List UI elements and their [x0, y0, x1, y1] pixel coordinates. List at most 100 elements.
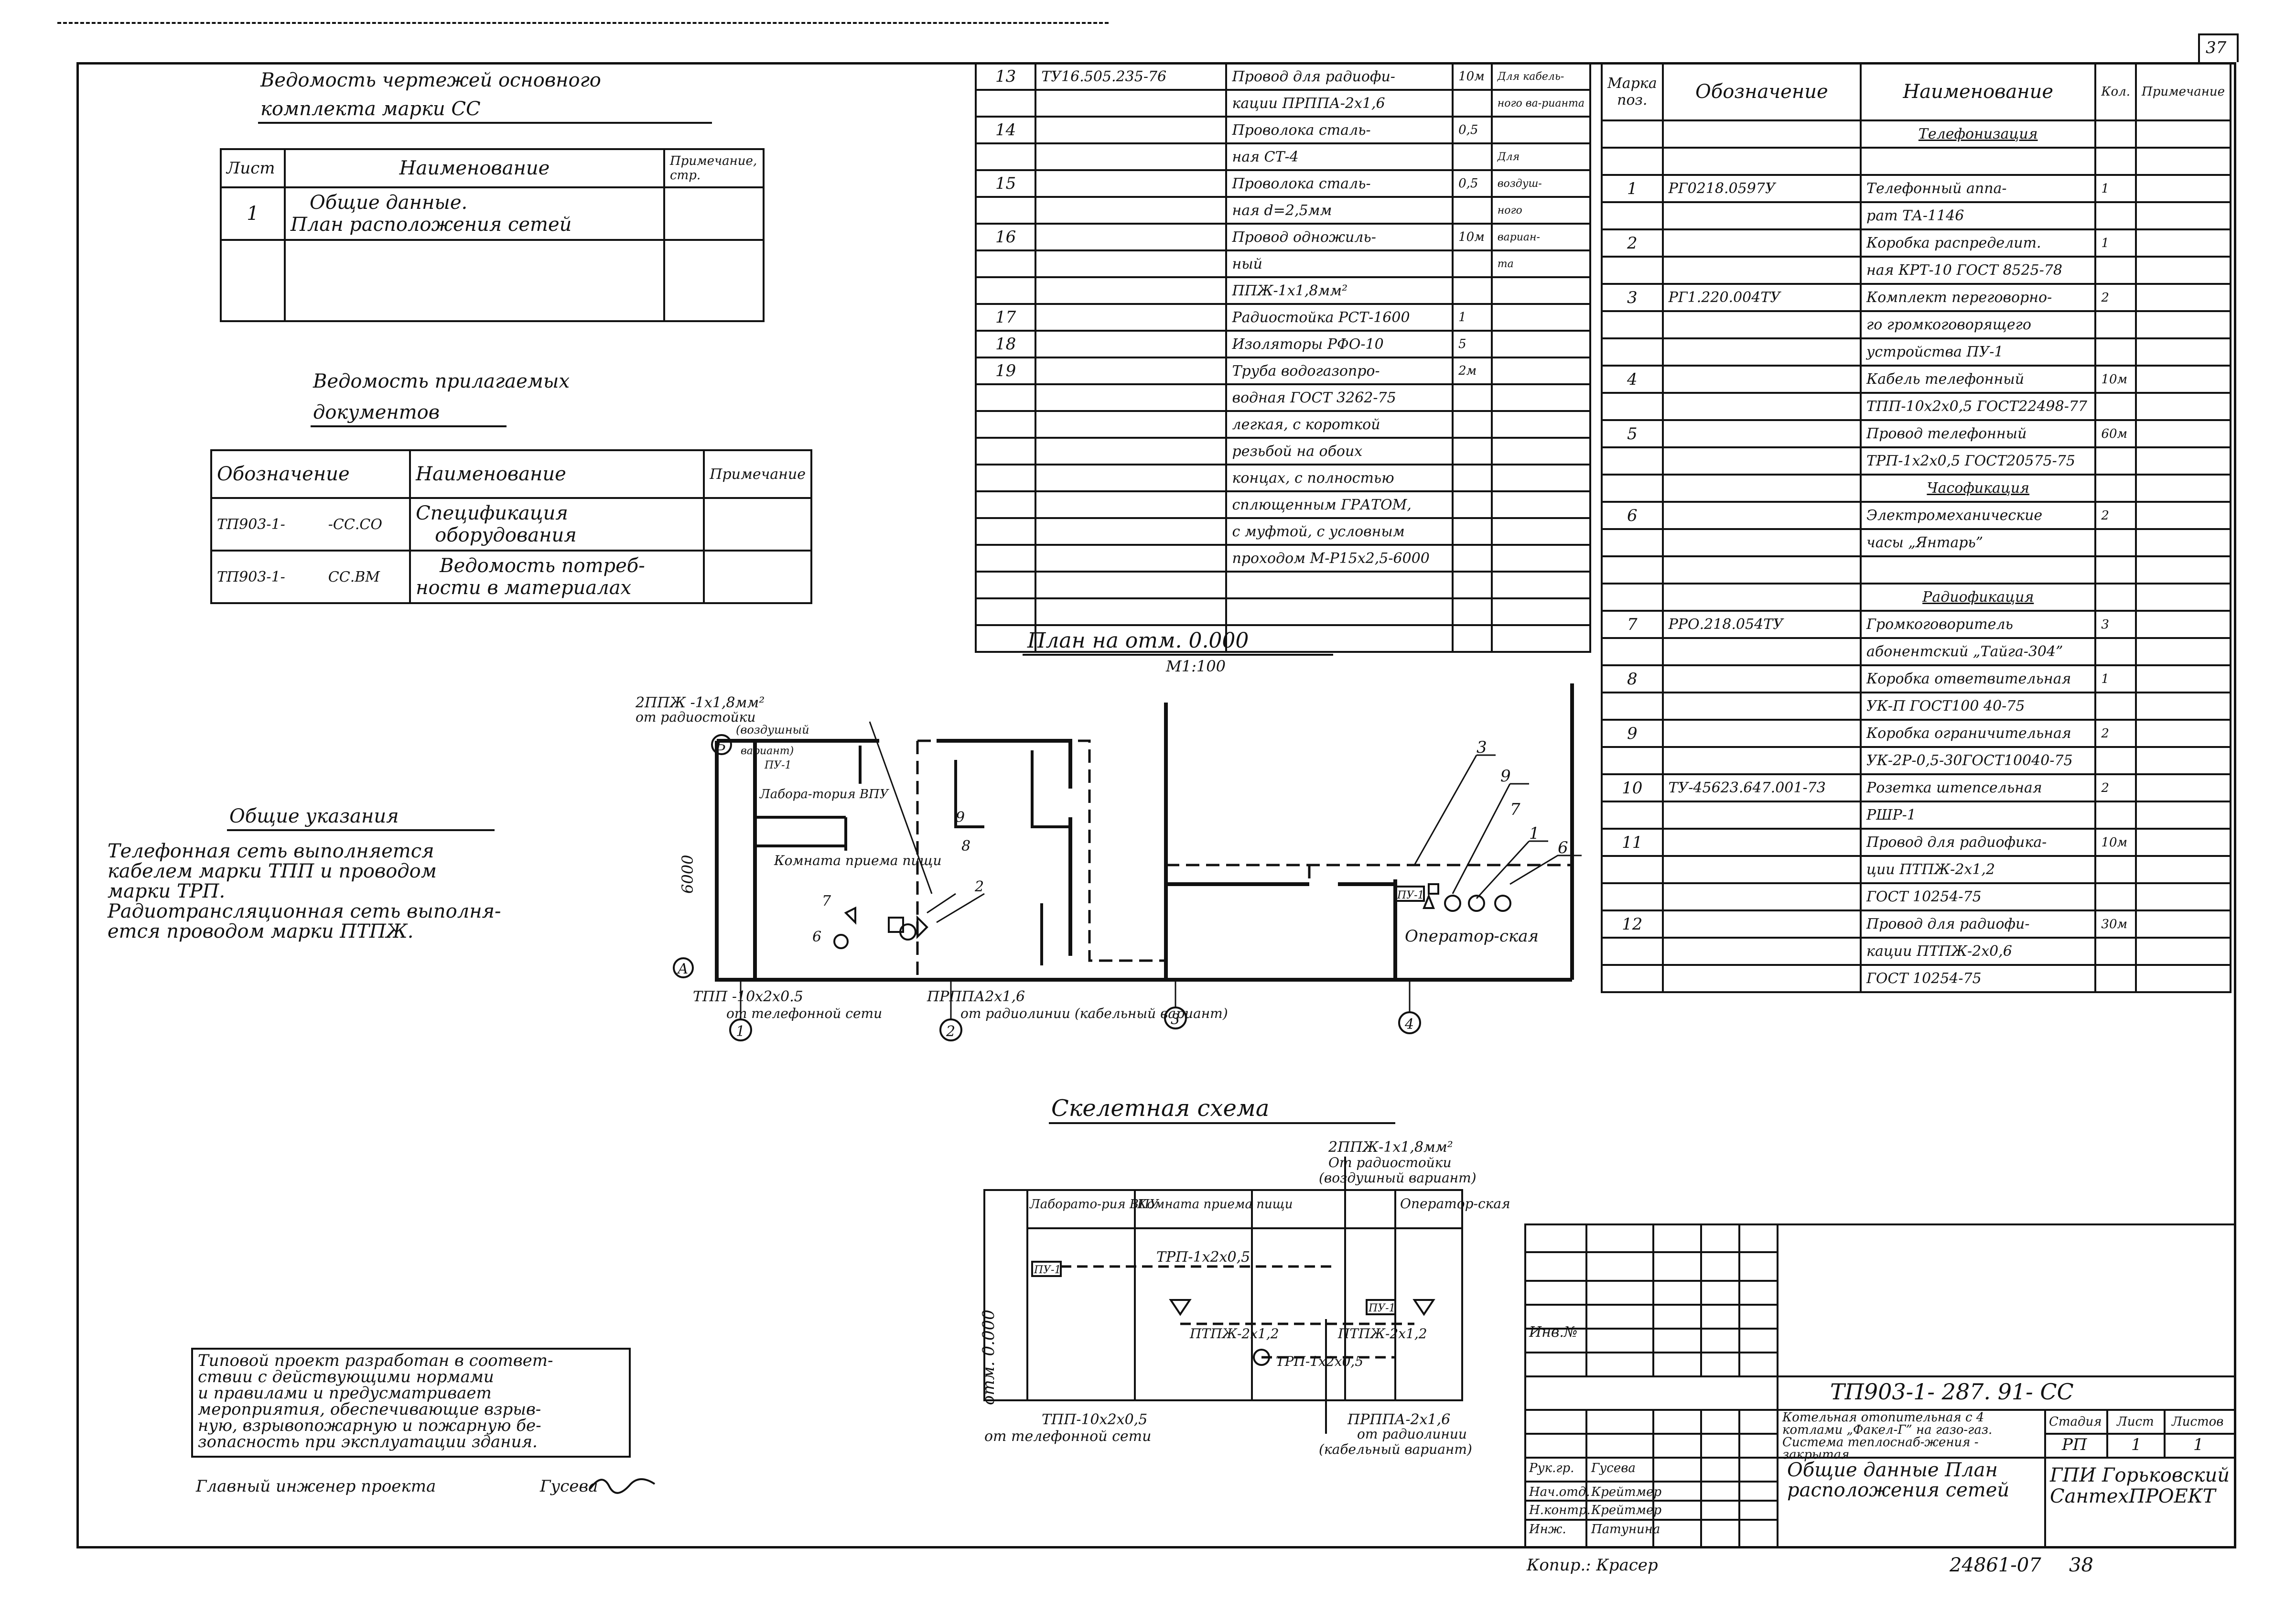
spec-mid-note [1490, 116, 1592, 144]
spec-right-name: Часофикация [1860, 474, 2097, 503]
spec-mid-qty [1452, 490, 1493, 519]
spec-mid-pos: 15 [974, 169, 1037, 198]
spec-mid-qty: 10м [1452, 223, 1493, 251]
spec-right-row: ТПП-10х2х0,5 ГОСТ22498-77 [1601, 392, 2231, 421]
spec-right-pos: 11 [1601, 828, 1664, 857]
spec-mid-pos [974, 89, 1037, 118]
spec-right-qty [2094, 583, 2137, 612]
spec-right-note [2135, 583, 2231, 612]
spec-right-row: рат ТА-1146 [1601, 201, 2231, 230]
spec-mid-note [1490, 517, 1592, 546]
spec-right-row: ТРП-1х2х0,5 ГОСТ20575-75 [1601, 446, 2231, 476]
spec-mid-code [1035, 142, 1228, 171]
plan-axis-a: А [677, 961, 689, 977]
spec-mid-code [1035, 464, 1228, 492]
spec-right-name: Кабель телефонный [1860, 365, 2097, 394]
spec-right-pos: 2 [1601, 228, 1664, 258]
chief-engineer-label: Главный инженер проекта [196, 1477, 436, 1496]
spec-right-pos: 6 [1601, 501, 1664, 530]
spec-mid-qty [1452, 142, 1493, 171]
spec-right-code [1661, 147, 1862, 176]
spec-mid-qty: 0,5 [1452, 116, 1493, 144]
spec-right-note [2135, 773, 2231, 802]
spec-right-qty: 1 [2094, 228, 2137, 258]
plan-tpp: ТПП -10х2х0.5 [693, 988, 803, 1005]
general-notes-underline [227, 829, 495, 831]
skeleton-tpp: ТПП-10х2х0,5 [1042, 1411, 1147, 1428]
skeleton-top-sub2: (воздушный вариант) [1319, 1170, 1477, 1186]
spec-right-pos [1601, 147, 1664, 176]
spec-mid-code [1035, 196, 1228, 225]
spec-right-pos: 7 [1601, 610, 1664, 639]
spec-right-note [2135, 719, 2231, 748]
spec-right-note [2135, 882, 2231, 911]
plan-room: Комната приема пищи [774, 853, 942, 868]
spec-right-pos [1601, 337, 1664, 367]
spec-right-code [1661, 719, 1862, 748]
plan-n2: 2 [974, 878, 984, 895]
spec-right-name: РШР-1 [1860, 801, 2097, 830]
org: ГПИ Горьковский СантехПРОЕКТ [2050, 1464, 2230, 1507]
plan-n7: 7 [1510, 800, 1520, 819]
spec-right-row: ная КРТ-10 ГОСТ 8525-78 [1601, 256, 2231, 285]
drawings-list-title-1: Ведомость чертежей основного [260, 69, 601, 91]
spec-right-pos [1601, 555, 1664, 585]
spec-right-name [1860, 555, 2097, 585]
spec-mid-note [1490, 383, 1592, 412]
spec-right-name: Розетка штепсельная [1860, 773, 2097, 802]
spec-right-qty [2094, 392, 2137, 421]
spec-right-note [2135, 201, 2231, 230]
spec-right-note [2135, 964, 2231, 993]
plan-n1: 1 [1529, 824, 1540, 843]
spec-right-pos: 10 [1601, 773, 1664, 802]
spec-mid-pos [974, 196, 1037, 225]
spec-right-note [2135, 555, 2231, 585]
top-dashes [57, 22, 1109, 24]
sheets-label: Листов [2172, 1415, 2224, 1429]
spec-mid-row: с муфтой, с условным [974, 517, 1592, 546]
drawings-header-sheet: Лист [220, 148, 286, 188]
spec-right-pos [1601, 746, 1664, 775]
spec-right-code [1661, 964, 1862, 993]
spec-header-designation: Обозначение [1661, 62, 1862, 121]
spec-mid-pos: 14 [974, 116, 1037, 144]
skeleton-pu1b: ПУ-1 [1368, 1302, 1396, 1314]
spec-mid-pos [974, 624, 1037, 653]
skeleton-pu1: ПУ-1 [1034, 1264, 1061, 1276]
spec-mid-note [1490, 624, 1592, 653]
spec-mid-note [1490, 437, 1592, 465]
spec-right-pos [1601, 801, 1664, 830]
spec-right-row: ГОСТ 10254-75 [1601, 882, 2231, 911]
spec-right-name: УК-2Р-0,5-30ГОСТ10040-75 [1860, 746, 2097, 775]
attached-title-underline [311, 425, 507, 427]
role-3-name: Крейтмер [1591, 1503, 1662, 1517]
spec-right-qty [2094, 937, 2137, 966]
spec-right-qty [2094, 201, 2137, 230]
plan-top-wire-sub2: (воздушный [736, 723, 809, 736]
spec-right-code [1661, 419, 1862, 448]
skeleton-col-lab: Лаборато-рия ВПУ [1029, 1197, 1160, 1212]
attached-row-2-name: Ведомость потреб-ности в материалах [409, 550, 705, 604]
spec-right-pos [1601, 119, 1664, 149]
plan-n8: 8 [961, 838, 970, 855]
plan-axis-4: 4 [1404, 1016, 1414, 1033]
spec-right-pos: 5 [1601, 419, 1664, 448]
spec-right-pos [1601, 392, 1664, 421]
spec-right-note [2135, 610, 2231, 639]
skeleton-prppa-sub2: (кабельный вариант) [1319, 1441, 1472, 1457]
spec-right-code [1661, 828, 1862, 857]
spec-right-name: УК-П ГОСТ100 40-75 [1860, 692, 2097, 721]
spec-mid-code [1035, 249, 1228, 278]
spec-mid-qty [1452, 464, 1493, 492]
spec-mid-note [1490, 464, 1592, 492]
spec-mid-note [1490, 597, 1592, 626]
skeleton-trp: ТРП-1х2х0,5 [1156, 1249, 1250, 1266]
spec-mid-note [1490, 357, 1592, 385]
spec-mid-qty [1452, 89, 1493, 118]
spec-mid-name: Радиостойка РСТ-1600 [1225, 303, 1454, 332]
spec-right-pos [1601, 474, 1664, 503]
spec-mid-pos [974, 437, 1037, 465]
